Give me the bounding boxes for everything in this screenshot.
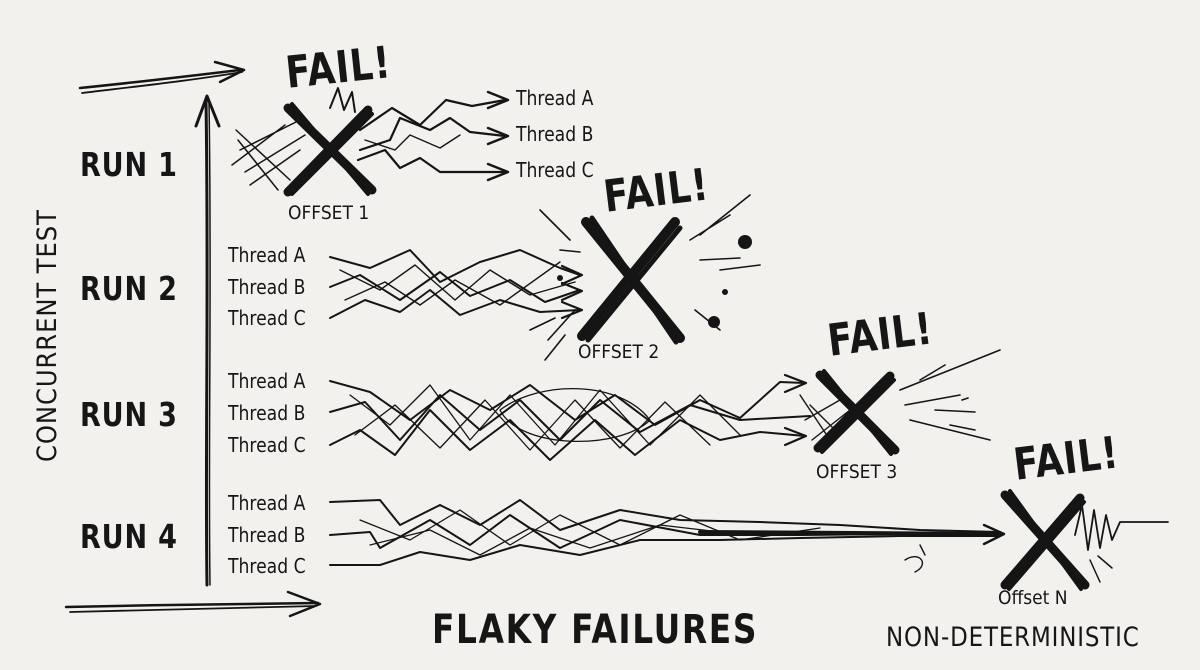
run4-thread-lines [329,499,1006,573]
run3-thread-lines [329,373,811,461]
run4-fail-label: FAIL! [1010,427,1122,491]
run2-thread-a-label: Thread A [228,243,306,267]
y-axis-arrow [194,94,221,587]
run2-offset-label: OFFSET 2 [578,341,660,363]
run4-thread-a-label: Thread A [228,491,306,515]
y-axis-label: CONCURRENT TEST [32,209,63,462]
bottom-arrow [64,590,322,618]
run1-failure [231,87,377,197]
run2-thread-b-label: Thread B [228,275,306,299]
run4-failure [1000,489,1169,591]
run2-fail-label: FAIL! [600,159,712,223]
run-3-label: RUN 3 [80,395,178,434]
run-1-label: RUN 1 [80,145,178,184]
run3-failure [799,349,1001,456]
run3-thread-b-label: Thread B [228,401,306,425]
run4-thread-c-label: Thread C [228,554,306,578]
run1-thread-b-label: Thread B [516,122,594,146]
run1-thread-c-label: Thread C [516,158,594,182]
run1-offset-label: OFFSET 1 [288,202,370,224]
run2-thread-lines [329,249,584,320]
run-2-label: RUN 2 [80,269,178,308]
run2-failure [529,194,761,361]
run3-thread-c-label: Thread C [228,433,306,457]
diagram-subtitle: NON-DETERMINISTIC [886,622,1140,653]
run4-offset-label: Offset N [998,587,1068,609]
run-4-label: RUN 4 [80,517,178,556]
run4-thread-b-label: Thread B [228,523,306,547]
top-arrow [78,60,246,94]
run1-fail-label: FAIL! [283,37,394,99]
run3-fail-label: FAIL! [824,303,936,367]
run2-thread-c-label: Thread C [228,306,306,330]
run1-thread-a-label: Thread A [516,86,594,110]
run3-thread-a-label: Thread A [228,369,306,393]
run3-offset-label: OFFSET 3 [816,461,898,483]
run1-thread-lines [356,90,510,182]
diagram-title: FLAKY FAILURES [432,607,759,653]
